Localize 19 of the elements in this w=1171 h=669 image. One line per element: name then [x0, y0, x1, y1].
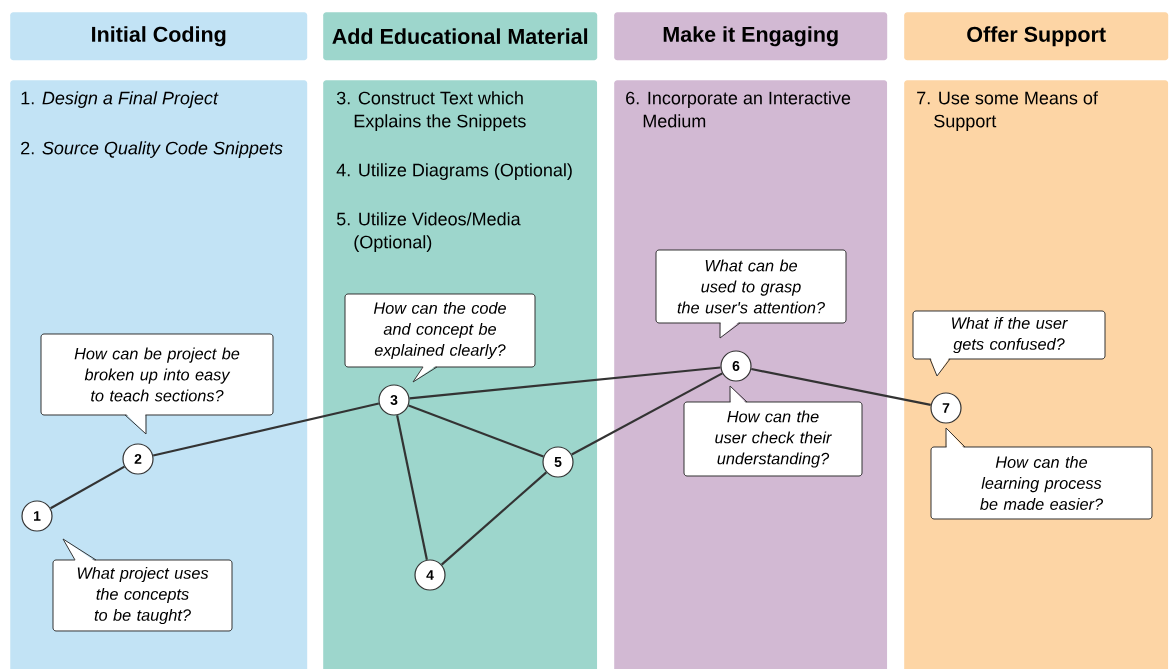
column-header: Offer Support [904, 12, 1169, 61]
connector-line [408, 404, 544, 458]
connector-line [571, 372, 723, 456]
speech-bubble: How can the learning process be made easier? [930, 427, 1153, 520]
speech-bubble: What can be used to grasp the user's attention? [655, 249, 847, 339]
column-header: Add Educational Material [323, 12, 598, 61]
connector-line [440, 471, 548, 566]
connector-line [50, 465, 125, 510]
column-header: Make it Engaging [614, 12, 888, 61]
connector-line [409, 366, 721, 400]
connector-line [751, 367, 931, 406]
column-header: Initial Coding [10, 12, 308, 61]
connector-line [396, 415, 428, 560]
speech-bubble: What project uses the concepts to be taught? [52, 538, 233, 632]
speech-bubble: How can the code and concept be explained clearly? [344, 293, 536, 383]
speech-bubble: How can the user check their understanding? [683, 385, 863, 477]
connector-line [152, 402, 380, 457]
speech-bubble: What if the user gets confused? [912, 310, 1106, 377]
speech-bubble: How can be project be broken up into easy to teach sections? [40, 333, 274, 435]
